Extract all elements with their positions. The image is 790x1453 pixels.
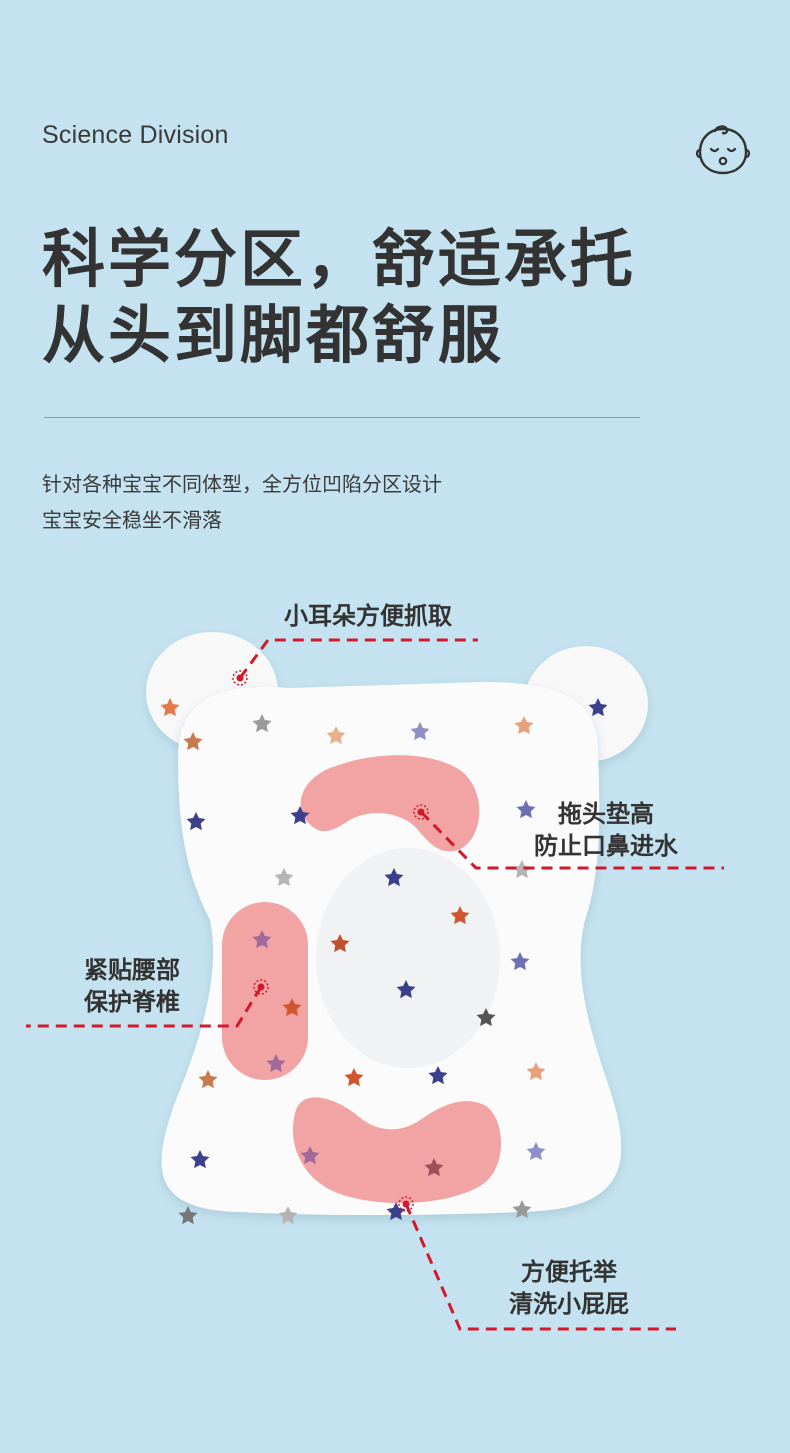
waist-support-pad xyxy=(222,902,308,1080)
callout-head-line-2: 防止口鼻进水 xyxy=(534,832,678,860)
callout-ear-line-1: 小耳朵方便抓取 xyxy=(284,602,452,630)
headline-line-2: 从头到脚都舒服 xyxy=(42,299,504,372)
callout-leader-ear xyxy=(232,638,478,686)
callout-leader-head xyxy=(413,804,724,870)
cushion-seat-recess xyxy=(316,848,500,1068)
section-label: Science Division xyxy=(42,121,229,149)
baby-face-icon xyxy=(695,125,751,175)
callout-head-support: 拖头垫高 防止口鼻进水 xyxy=(506,798,706,862)
callout-leader-bottom xyxy=(398,1196,676,1331)
callout-leader-waist xyxy=(26,979,269,1028)
bottom-support-pad xyxy=(292,1097,502,1204)
callout-bottom-line-2: 清洗小屁屁 xyxy=(509,1290,629,1318)
description-line-1: 针对各种宝宝不同体型，全方位凹陷分区设计 xyxy=(42,472,442,496)
bath-cushion-illustration xyxy=(26,632,724,1331)
headline-line-1: 科学分区，舒适承托 xyxy=(42,223,636,296)
star-pattern xyxy=(160,698,608,1225)
callout-head-line-1: 拖头垫高 xyxy=(558,800,654,828)
page-headline: 科学分区，舒适承托 从头到脚都舒服 xyxy=(42,222,636,374)
callout-waist-line-2: 保护脊椎 xyxy=(84,988,180,1016)
callout-bottom-line-1: 方便托举 xyxy=(521,1258,617,1286)
callout-waist-support: 紧贴腰部 保护脊椎 xyxy=(52,954,212,1018)
divider xyxy=(44,417,640,418)
description: 针对各种宝宝不同体型，全方位凹陷分区设计 宝宝安全稳坐不滑落 xyxy=(42,466,442,538)
callout-ear-grip: 小耳朵方便抓取 xyxy=(262,600,474,632)
callout-bottom-support: 方便托举 清洗小屁屁 xyxy=(484,1256,654,1320)
callout-waist-line-1: 紧贴腰部 xyxy=(84,956,180,984)
description-line-2: 宝宝安全稳坐不滑落 xyxy=(42,508,222,532)
